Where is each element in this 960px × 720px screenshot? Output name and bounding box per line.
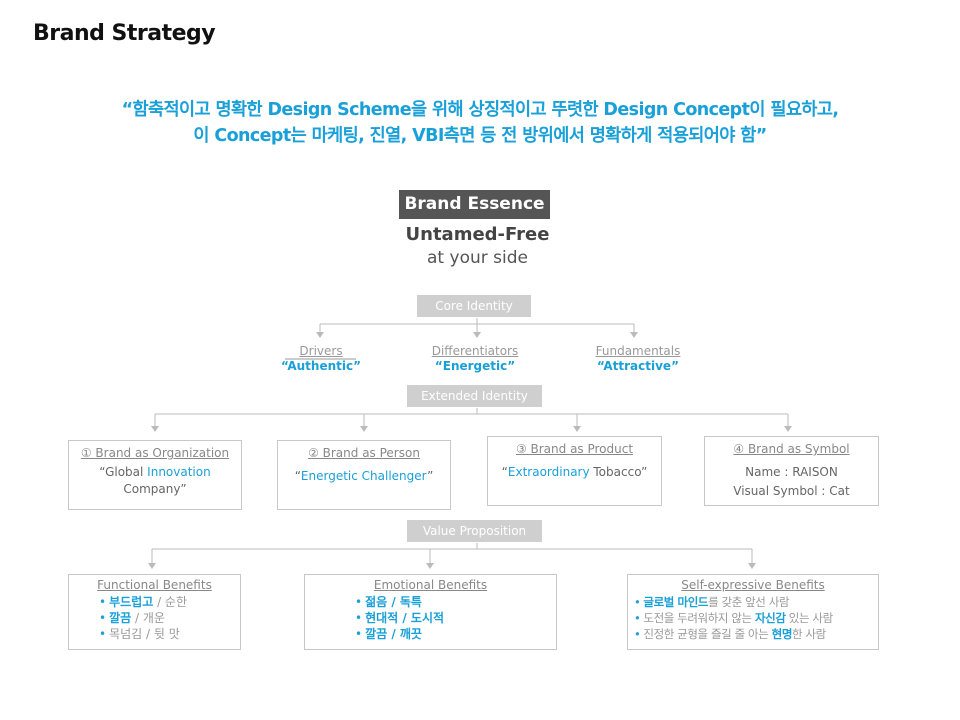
emotional-benefit-item: •젊음 / 독특 bbox=[355, 595, 422, 609]
functional-benefits-box: Functional Benefits •부드럽고 / 순한 •깔끔 / 개운 … bbox=[68, 574, 241, 650]
drivers-value: “Authentic” bbox=[281, 359, 361, 373]
brand-as-person-text: “Energetic Challenger” bbox=[294, 469, 434, 483]
brand-as-person-box: ② Brand as Person “Energetic Challenger” bbox=[277, 440, 451, 510]
functional-benefit-item: •부드럽고 / 순한 bbox=[99, 595, 188, 609]
brand-as-organization-box: ① Brand as Organization “Global Innovati… bbox=[68, 440, 242, 510]
brand-as-person-title: ② Brand as Person bbox=[308, 446, 420, 460]
emotional-benefits-title: Emotional Benefits bbox=[373, 578, 488, 592]
quote-line-2: 이 Concept는 마케팅, 진열, VBI측면 등 전 방위에서 명확하게 … bbox=[193, 126, 767, 146]
brand-as-product-title: ③ Brand as Product bbox=[515, 442, 634, 456]
emotional-benefit-item: •깔끔 / 깨끗 bbox=[355, 627, 422, 641]
fundamentals-title: Fundamentals bbox=[595, 344, 681, 358]
emotional-benefits-box: Emotional Benefits •젊음 / 독특 •현대적 / 도시적 •… bbox=[304, 574, 557, 650]
self-expressive-benefit-item: •진정한 균형을 즐길 줄 아는 현명한 사람 bbox=[634, 627, 826, 641]
brand-essence-label: Brand Essence bbox=[399, 190, 550, 219]
core-identity-label: Core Identity bbox=[417, 295, 531, 317]
brand-as-organization-title: ① Brand as Organization bbox=[80, 446, 230, 460]
core-item-differentiators: Differentiators “Energetic” bbox=[405, 344, 545, 373]
differentiators-title: Differentiators bbox=[431, 344, 519, 358]
brand-as-symbol-title: ④ Brand as Symbol bbox=[733, 442, 850, 456]
core-item-fundamentals: Fundamentals “Attractive” bbox=[568, 344, 708, 373]
self-expressive-benefits-title: Self-expressive Benefits bbox=[681, 578, 825, 592]
page-title: Brand Strategy bbox=[33, 21, 216, 46]
functional-benefit-item: •깔끔 / 개운 bbox=[99, 611, 165, 625]
differentiators-value: “Energetic” bbox=[434, 359, 516, 373]
brand-essence-main: Untamed-Free bbox=[405, 224, 550, 245]
self-expressive-benefit-item: •도전을 두려워하지 않는 자신감 있는 사람 bbox=[634, 611, 833, 625]
brand-essence-sub: at your side bbox=[427, 248, 528, 268]
emotional-benefit-item: •현대적 / 도시적 bbox=[355, 611, 445, 625]
drivers-title: Drivers bbox=[299, 344, 343, 358]
brand-as-product-box: ③ Brand as Product “Extraordinary Tobacc… bbox=[487, 436, 662, 506]
fundamentals-value: “Attractive” bbox=[597, 359, 679, 373]
functional-benefits-title: Functional Benefits bbox=[97, 578, 212, 592]
self-expressive-benefit-item: •글로벌 마인드를 갖춘 앞선 사람 bbox=[634, 595, 790, 609]
extended-identity-label: Extended Identity bbox=[407, 385, 542, 407]
value-proposition-label: Value Proposition bbox=[407, 520, 542, 542]
brand-as-product-text: “Extraordinary Tobacco” bbox=[501, 465, 648, 479]
self-expressive-benefits-box: Self-expressive Benefits •글로벌 마인드를 갖춘 앞선… bbox=[627, 574, 879, 650]
quote-line-1: “함축적이고 명확한 Design Scheme을 위해 상징적이고 뚜렷한 D… bbox=[121, 100, 839, 120]
functional-benefit-item: •목넘김 / 뒷 맛 bbox=[99, 627, 180, 641]
core-item-drivers: Drivers “Authentic” bbox=[251, 344, 391, 373]
